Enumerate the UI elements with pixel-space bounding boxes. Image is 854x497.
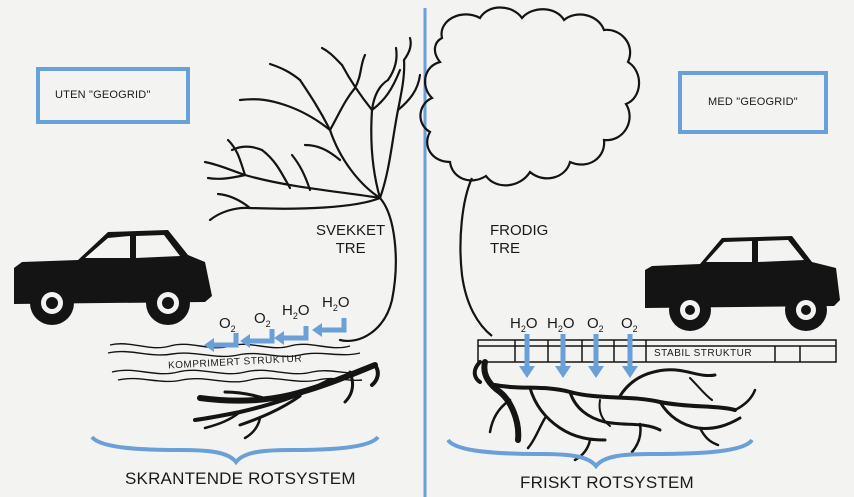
right-tree-label-line1: FRODIG bbox=[490, 222, 548, 240]
left-box-label: UTEN "GEOGRID" bbox=[55, 90, 151, 101]
car-icon bbox=[645, 236, 840, 331]
roots-icon bbox=[475, 362, 755, 460]
left-molecule-3: H2O bbox=[282, 303, 310, 321]
right-box-label: MED "GEOGRID" bbox=[708, 97, 798, 108]
right-tree-label: FRODIG TRE bbox=[490, 222, 548, 258]
tree-branches-icon bbox=[205, 38, 420, 341]
tree-crown-cloud-icon bbox=[420, 8, 639, 337]
left-molecule-4: H2O bbox=[322, 295, 350, 313]
stable-structure-label: STABIL STRUKTUR bbox=[654, 349, 752, 359]
left-tree-label: SVEKKET TRE bbox=[316, 222, 385, 258]
right-tree-label-line2: TRE bbox=[490, 240, 548, 258]
left-molecule-1: O2 bbox=[219, 316, 236, 334]
left-tree-label-line1: SVEKKET bbox=[316, 222, 385, 240]
car-icon bbox=[14, 230, 212, 325]
left-caption: SKRANTENDE ROTSYSTEM bbox=[125, 470, 356, 487]
right-root-brace bbox=[448, 440, 752, 466]
right-molecule-4: O2 bbox=[621, 316, 638, 334]
left-molecule-2: O2 bbox=[254, 311, 271, 329]
right-caption: FRISKT ROTSYSTEM bbox=[520, 474, 694, 491]
right-molecule-3: O2 bbox=[587, 316, 604, 334]
right-molecule-2: H2O bbox=[547, 316, 575, 334]
left-tree-label-line2: TRE bbox=[316, 240, 385, 258]
right-molecule-1: H2O bbox=[510, 316, 538, 334]
left-root-brace bbox=[92, 437, 378, 462]
roots-icon bbox=[195, 365, 378, 438]
